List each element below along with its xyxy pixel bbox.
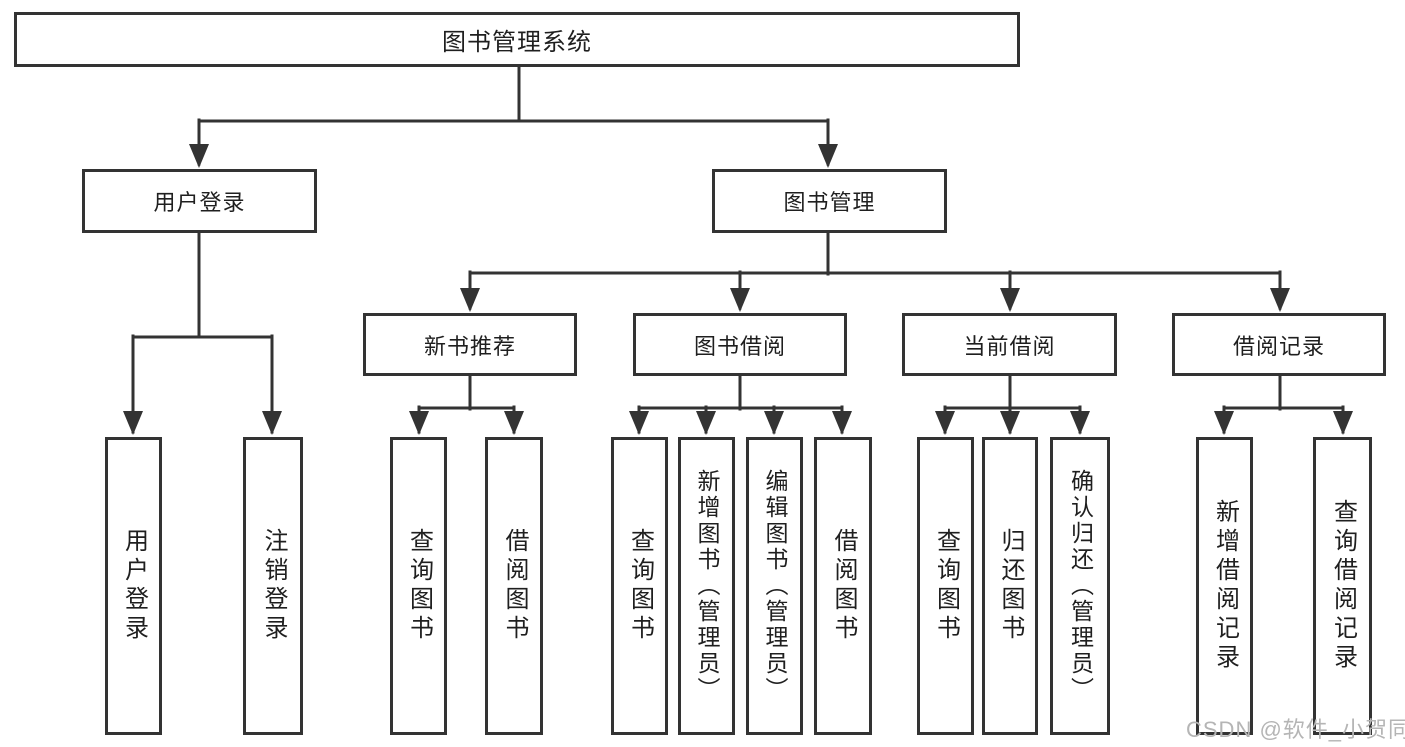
leaf-edit-books-admin: 编辑图书（管理员）	[746, 437, 803, 735]
node-user-login: 用户登录	[82, 169, 317, 233]
node-new-book-recommendation: 新书推荐	[363, 313, 577, 376]
leaf-confirm-return-admin: 确认归还（管理员）	[1050, 437, 1110, 735]
node-current-borrowing: 当前借阅	[902, 313, 1117, 376]
node-book-management: 图书管理	[712, 169, 947, 233]
leaf-user-login: 用户登录	[105, 437, 162, 735]
leaf-query-books: 查询图书	[917, 437, 974, 735]
leaf-query-books: 查询图书	[390, 437, 447, 735]
node-borrowing-records: 借阅记录	[1172, 313, 1386, 376]
leaf-add-borrow-record: 新增借阅记录	[1196, 437, 1253, 735]
leaf-borrow-books: 借阅图书	[485, 437, 543, 735]
leaf-query-borrow-record: 查询借阅记录	[1313, 437, 1372, 735]
leaf-query-books: 查询图书	[611, 437, 668, 735]
leaf-add-books-admin: 新增图书（管理员）	[678, 437, 735, 735]
leaf-return-books: 归还图书	[982, 437, 1038, 735]
leaf-borrow-books: 借阅图书	[814, 437, 872, 735]
csdn-watermark: CSDN @软件_小贺同学	[1186, 717, 1405, 742]
node-book-borrowing: 图书借阅	[633, 313, 847, 376]
leaf-logout: 注销登录	[243, 437, 303, 735]
node-root-library-system: 图书管理系统	[14, 12, 1020, 67]
